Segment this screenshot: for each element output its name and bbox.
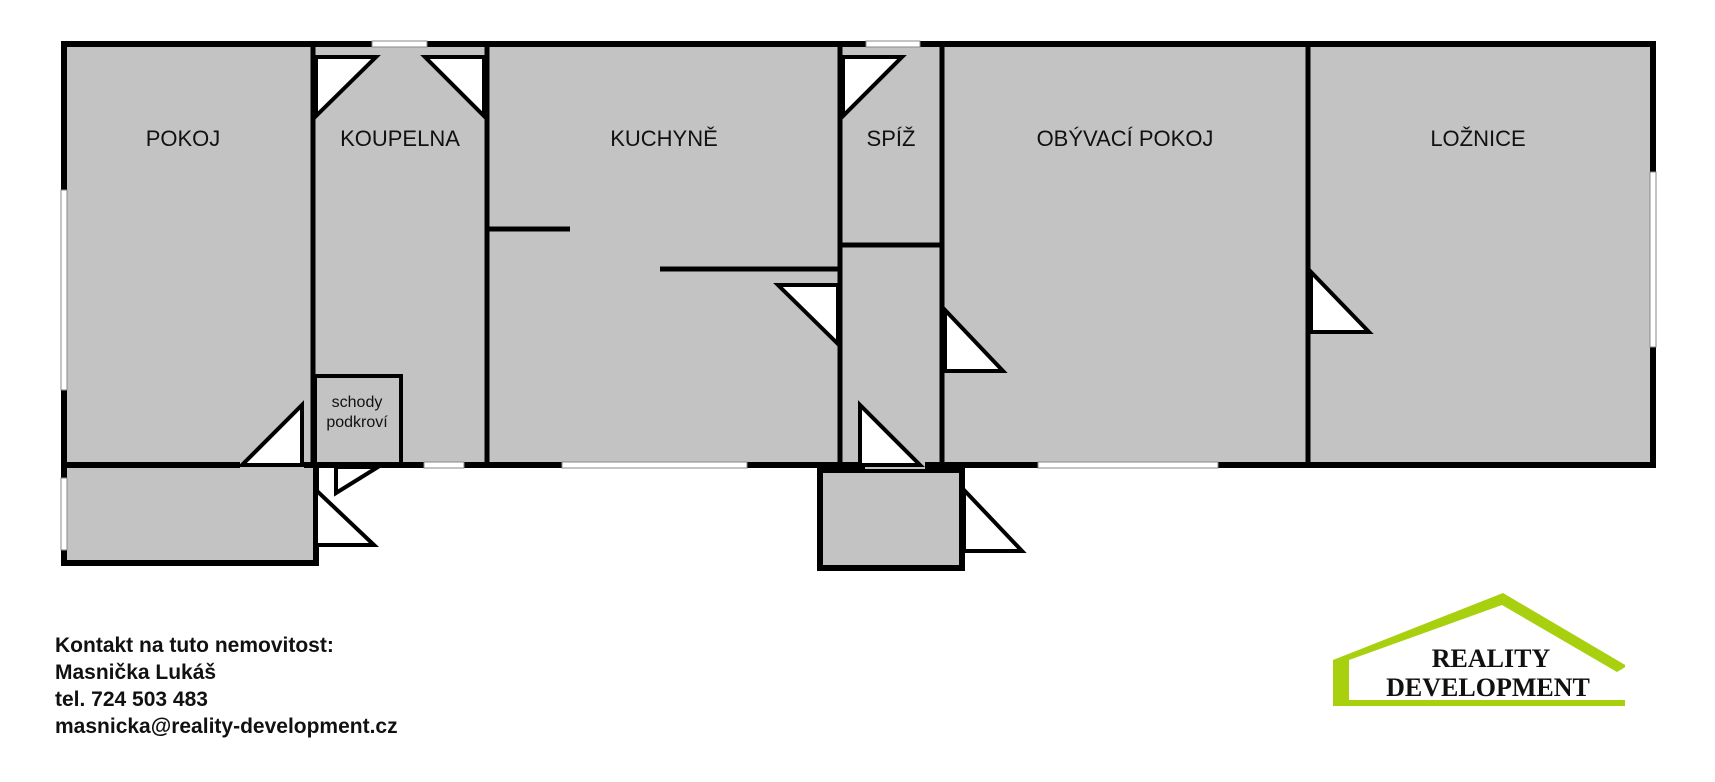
window-spiz-top bbox=[865, 40, 921, 48]
door-spiz-top bbox=[841, 55, 907, 121]
window-koupelna-top bbox=[371, 40, 428, 48]
window-koupelna-bottom bbox=[423, 461, 465, 469]
stairs-label-line1: schody bbox=[331, 394, 383, 411]
door-spiz-bottom bbox=[858, 400, 925, 467]
door-obyvaci-left bbox=[943, 304, 1008, 373]
floor-fills bbox=[64, 44, 1650, 568]
contact-email: masnicka@reality-development.cz bbox=[55, 715, 398, 738]
door-stairs bbox=[334, 465, 386, 497]
door-kuchyne-spiz bbox=[773, 283, 840, 349]
contact-heading: Kontakt na tuto nemovitost: bbox=[55, 634, 334, 657]
window-pokoj-left bbox=[60, 189, 68, 391]
window-loznice-right bbox=[1649, 171, 1657, 348]
contact-block: Kontakt na tuto nemovitost: Masnička Luk… bbox=[55, 632, 398, 740]
window-annex-left bbox=[60, 477, 68, 551]
door-swings bbox=[237, 55, 1374, 553]
stairs-label-line2: podkroví bbox=[326, 414, 388, 431]
floor-bottom-entry-annex bbox=[820, 470, 962, 568]
door-koupelna-left bbox=[314, 55, 381, 121]
door-loznice bbox=[1309, 267, 1374, 334]
door-pokoj bbox=[237, 400, 304, 467]
floor-bottom-left-annex bbox=[64, 465, 316, 563]
contact-name: Masnička Lukáš bbox=[55, 661, 217, 684]
floor-main bbox=[64, 44, 1650, 465]
room-label-pokoj: POKOJ bbox=[145, 126, 221, 151]
room-label-kuchyne: KUCHYNĚ bbox=[610, 126, 718, 151]
window-obyvaci-bottom bbox=[1037, 461, 1219, 469]
door-kuchyne-top bbox=[420, 55, 486, 121]
stairs-box bbox=[313, 374, 403, 466]
contact-phone: tel. 724 503 483 bbox=[55, 688, 208, 711]
door-annex bbox=[314, 485, 380, 547]
windows bbox=[60, 40, 1657, 551]
window-kuchyne-bottom bbox=[561, 461, 748, 469]
company-logo: REALITY DEVELOPMENT bbox=[1325, 588, 1625, 718]
interior-walls bbox=[64, 44, 1311, 468]
door-entry bbox=[962, 484, 1027, 553]
room-label-obyvaci: OBÝVACÍ POKOJ bbox=[1036, 126, 1214, 151]
room-label-spiz: SPÍŽ bbox=[866, 126, 916, 151]
room-label-koupelna: KOUPELNA bbox=[340, 126, 460, 151]
logo-text-development: DEVELOPMENT bbox=[1386, 673, 1590, 702]
room-label-loznice: LOŽNICE bbox=[1430, 126, 1526, 151]
stairs-label: schody podkroví bbox=[326, 393, 387, 433]
logo-text-reality: REALITY bbox=[1431, 644, 1551, 673]
